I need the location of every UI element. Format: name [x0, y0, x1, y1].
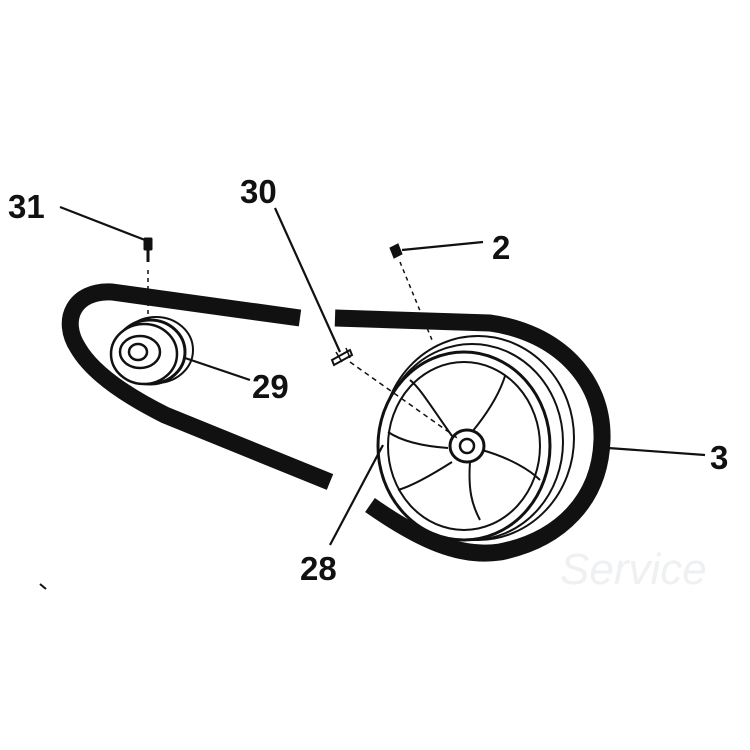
small-pulley-hub: [118, 334, 162, 370]
callout-2: 2: [492, 229, 511, 266]
small-pulley: [109, 316, 194, 386]
callout-31: 31: [8, 188, 45, 225]
callout-3: 3: [710, 439, 729, 476]
large-pulley-spoke-1: [409, 375, 506, 437]
leader-31: [59, 205, 146, 242]
callout-28: 28: [300, 550, 337, 587]
leader-2: [401, 240, 484, 252]
callout-30: 30: [240, 173, 277, 210]
watermark-text: Service: [560, 545, 707, 594]
callout-29: 29: [252, 368, 289, 405]
small-pulley-bore: [127, 342, 149, 362]
large-pulley-bore: [458, 437, 476, 455]
large-pulley: [376, 335, 575, 542]
drive-belt: [61, 283, 611, 562]
belt-top-left-run: [61, 283, 334, 490]
bolt-2: [389, 243, 433, 341]
leader-lines: [59, 205, 706, 546]
leader-29: [184, 356, 251, 382]
stray-mark: [39, 583, 47, 590]
key-30: [330, 347, 461, 441]
belt-top-right-run: [334, 309, 611, 562]
leader-30: [273, 207, 342, 353]
large-pulley-spoke-2: [468, 449, 541, 521]
leader-28: [329, 444, 384, 546]
large-pulley-hub: [448, 428, 486, 464]
large-pulley-spoke-3: [387, 431, 453, 491]
large-pulley-inner-rim: [387, 361, 541, 531]
set-screw-31: [143, 237, 153, 320]
leader-3: [607, 446, 706, 457]
